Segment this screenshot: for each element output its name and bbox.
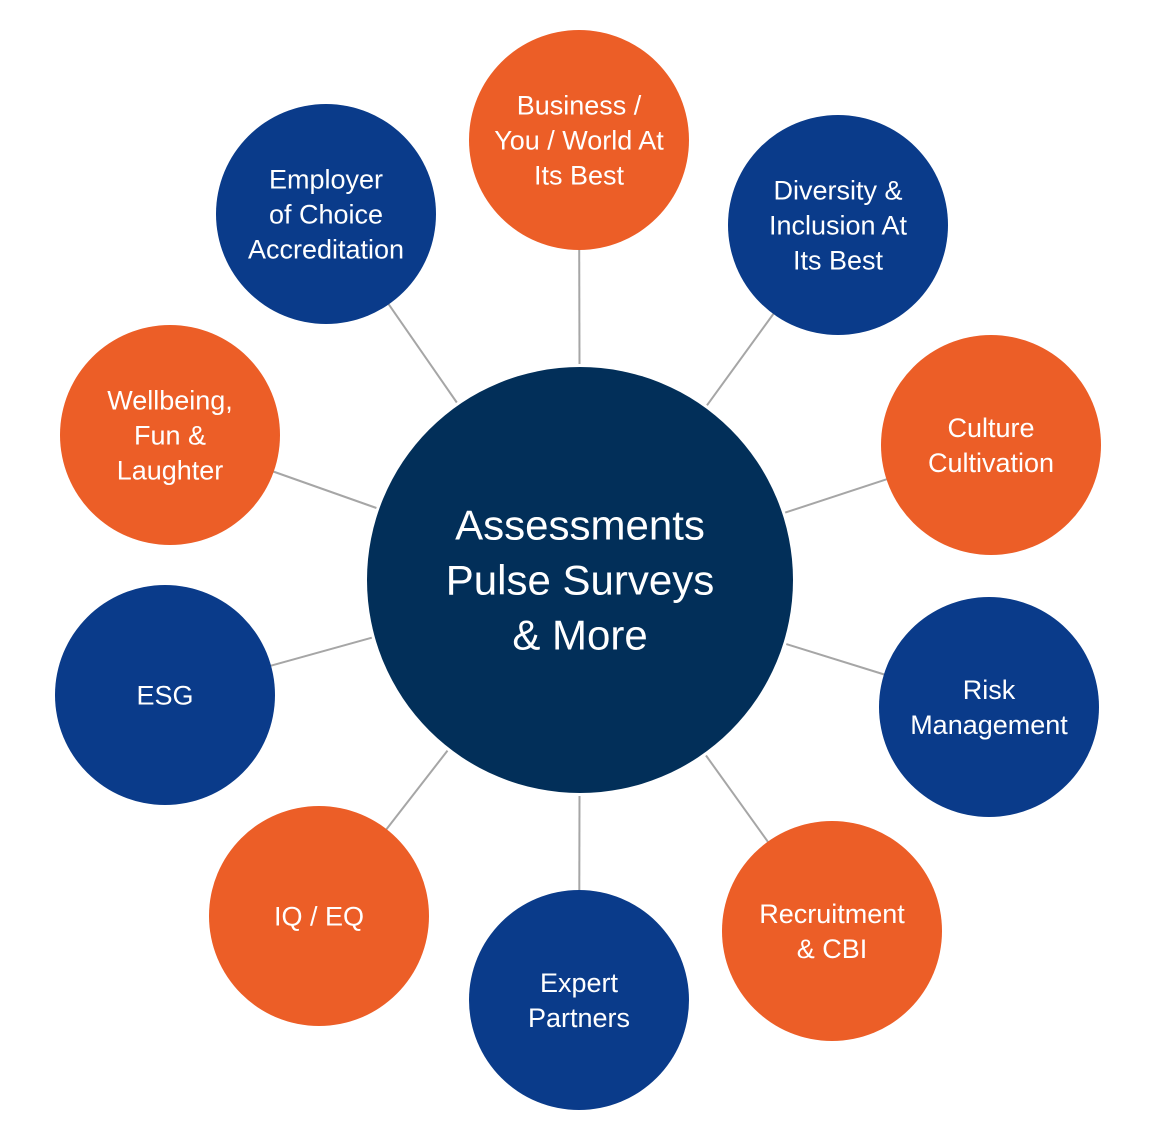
node-label-wellbeing-line-2: Fun & bbox=[134, 420, 206, 450]
node-label-employer-line-3: Accreditation bbox=[248, 234, 404, 264]
node-circle-business bbox=[469, 30, 689, 250]
node-label-diversity-line-1: Diversity & bbox=[773, 175, 902, 205]
node-circle-iqeq bbox=[209, 806, 429, 1026]
node-circle-employer bbox=[216, 104, 436, 324]
node-label-risk-line-1: Risk bbox=[963, 675, 1016, 705]
node-label-business-line-2: You / World At bbox=[494, 125, 664, 155]
node-label-business-line-1: Business / bbox=[517, 90, 642, 120]
node-label-expert-line-1: Expert bbox=[540, 968, 619, 998]
node-circle-culture bbox=[881, 335, 1101, 555]
node-business: Business / You / World At Its Best bbox=[469, 30, 689, 250]
node-label-culture-line-2: Cultivation bbox=[928, 448, 1054, 478]
node-label-business-line-3: Its Best bbox=[534, 160, 625, 190]
node-diversity: Diversity & Inclusion At Its Best bbox=[728, 115, 948, 335]
connector-iqeq bbox=[384, 749, 449, 832]
node-esg: ESG bbox=[55, 585, 275, 805]
node-circle-expert bbox=[469, 890, 689, 1110]
connector-employer bbox=[386, 302, 458, 404]
node-label-iqeq-line-1: IQ / EQ bbox=[274, 901, 364, 931]
connectors bbox=[268, 247, 889, 893]
node-label-employer-line-1: Employer bbox=[269, 164, 383, 194]
node-label-wellbeing-line-3: Laughter bbox=[117, 455, 224, 485]
node-label-diversity-line-3: Its Best bbox=[793, 245, 884, 275]
connector-diversity bbox=[706, 311, 776, 406]
node-label-culture-line-1: Culture bbox=[947, 413, 1034, 443]
node-circle-diversity bbox=[728, 115, 948, 335]
center-circle bbox=[367, 367, 793, 793]
node-label-employer-line-2: of Choice bbox=[269, 199, 383, 229]
connector-risk bbox=[786, 643, 887, 676]
node-circle-esg bbox=[55, 585, 275, 805]
connector-recruitment bbox=[705, 754, 770, 844]
node-label-diversity-line-2: Inclusion At bbox=[769, 210, 908, 240]
center-label-line-3: & More bbox=[512, 612, 647, 659]
node-label-expert-line-2: Partners bbox=[528, 1003, 630, 1033]
center-label-line-1: Assessments bbox=[455, 502, 705, 549]
center-label-line-2: Pulse Surveys bbox=[446, 557, 714, 604]
node-circle-wellbeing bbox=[60, 325, 280, 545]
node-wellbeing: Wellbeing, Fun & Laughter bbox=[60, 325, 280, 545]
node-label-recruitment-line-1: Recruitment bbox=[759, 899, 905, 929]
node-label-recruitment-line-2: & CBI bbox=[797, 934, 868, 964]
connector-wellbeing bbox=[271, 470, 377, 509]
node-circle-recruitment bbox=[722, 821, 942, 1041]
connector-esg bbox=[268, 636, 373, 668]
connector-culture bbox=[784, 477, 889, 514]
node-label-esg-line-1: ESG bbox=[136, 680, 193, 710]
node-recruitment: Recruitment & CBI bbox=[722, 821, 942, 1041]
node-circle-risk bbox=[879, 597, 1099, 817]
node-label-wellbeing-line-1: Wellbeing, bbox=[107, 385, 233, 415]
node-label-risk-line-2: Management bbox=[910, 710, 1068, 740]
node-iqeq: IQ / EQ bbox=[209, 806, 429, 1026]
